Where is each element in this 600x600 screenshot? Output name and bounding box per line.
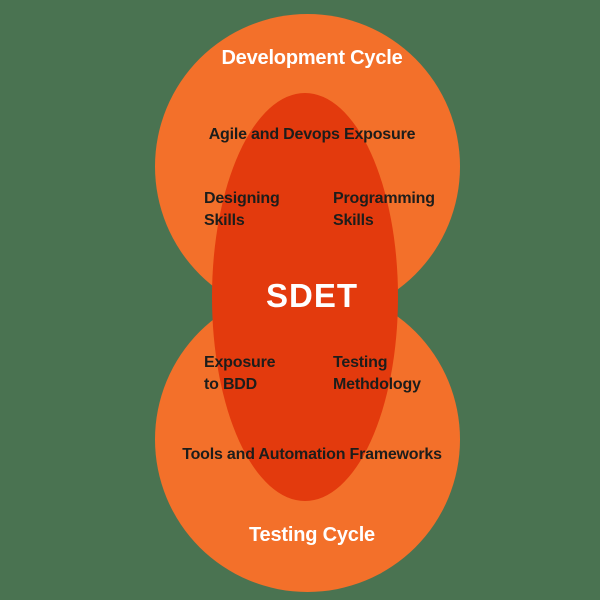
agile-devops-exposure-label: Agile and Devops Exposure [208,126,416,143]
development-cycle-label: Development Cycle [221,47,403,69]
testing-methodology-label: Testing Methdology [333,354,421,393]
sdet-center-label: SDET [265,277,359,314]
exposure-to-bdd-label: Exposure to BDD [204,354,276,393]
designing-skills-label: Designing Skills [204,190,280,229]
programming-skills-label: Programming Skills [333,190,435,229]
sdet-center-ellipse [212,93,398,501]
tools-automation-frameworks-label: Tools and Automation Frameworks [182,446,442,463]
testing-cycle-label: Testing Cycle [249,524,375,546]
